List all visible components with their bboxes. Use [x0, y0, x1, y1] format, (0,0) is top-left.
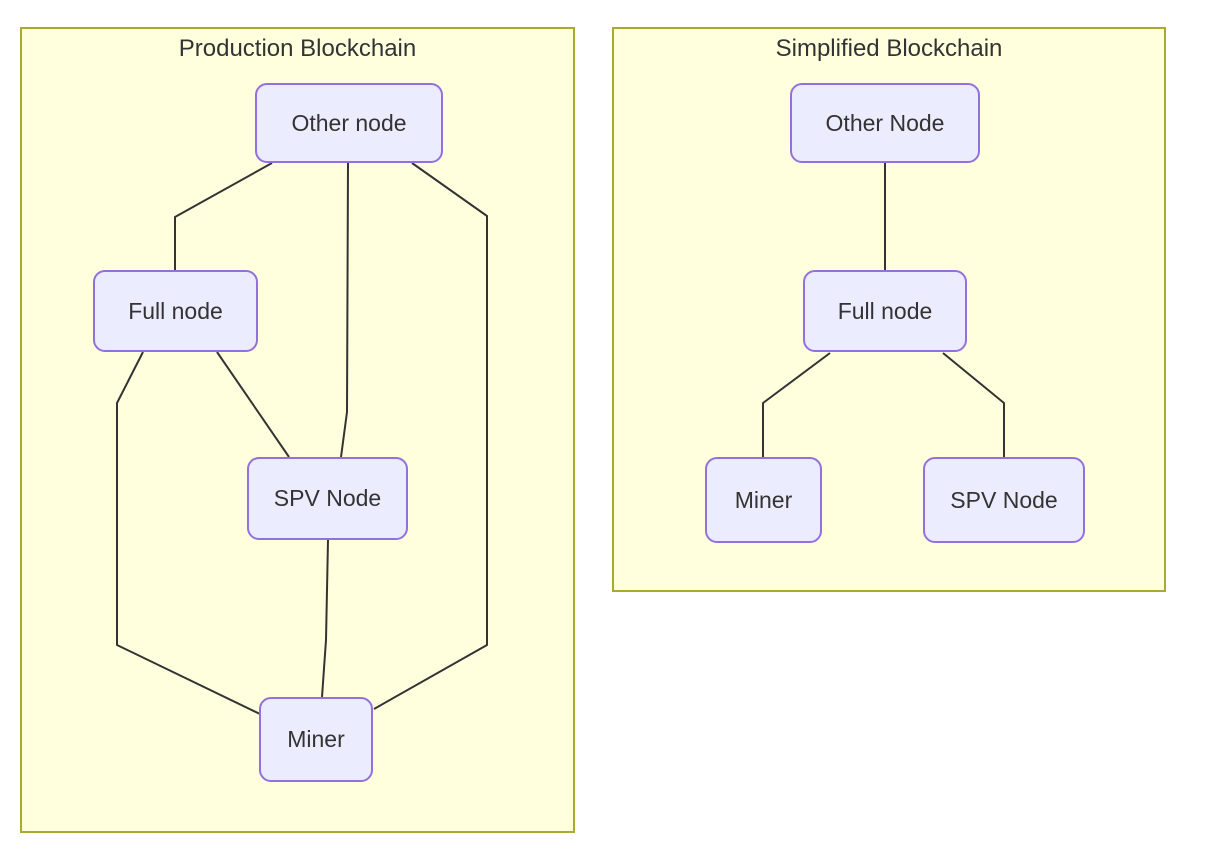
- simplified-node-full: Full node: [803, 270, 967, 352]
- simplified-node-miner: Miner: [705, 457, 822, 543]
- production-node-miner: Miner: [259, 697, 373, 782]
- simplified-subgraph-title: Simplified Blockchain: [775, 35, 1003, 62]
- production-subgraph-title: Production Blockchain: [178, 35, 417, 62]
- simplified-node-other: Other Node: [790, 83, 980, 163]
- production-node-spv: SPV Node: [247, 457, 408, 540]
- production-node-other: Other node: [255, 83, 443, 163]
- simplified-node-spv: SPV Node: [923, 457, 1085, 543]
- production-node-full: Full node: [93, 270, 258, 352]
